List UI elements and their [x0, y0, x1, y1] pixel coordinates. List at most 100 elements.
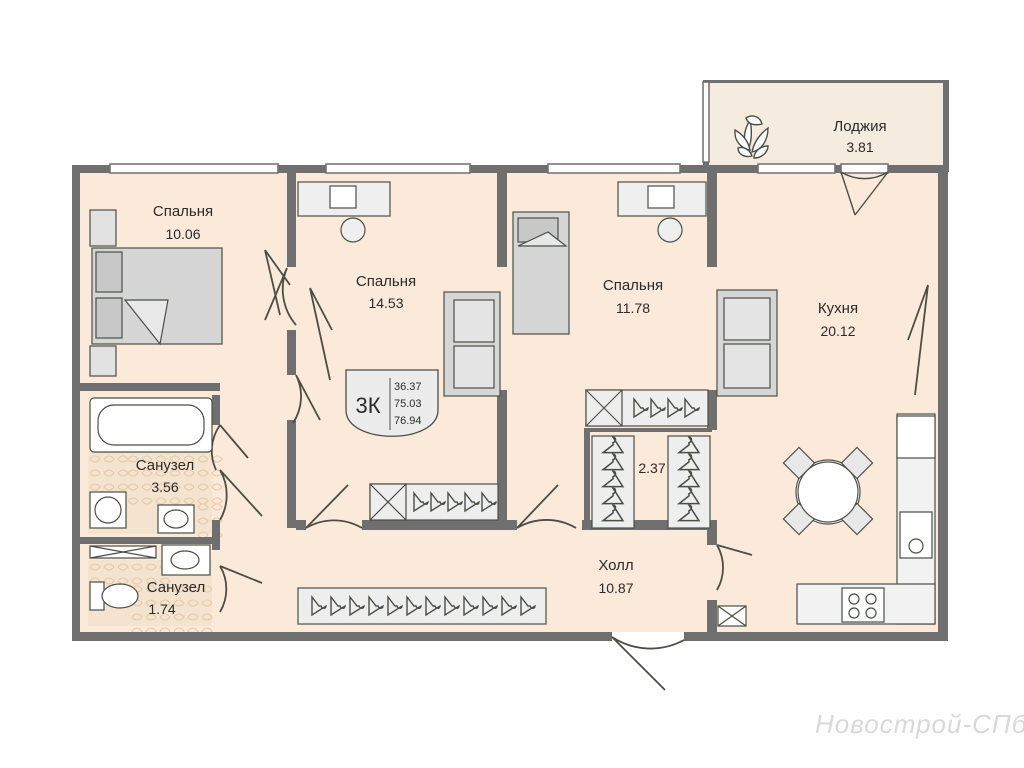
- tile: [145, 563, 157, 571]
- bath2-name: Санузел: [147, 579, 205, 596]
- tile: [127, 483, 139, 491]
- summary-badge: 3К 36.37 75.03 76.94: [345, 369, 439, 437]
- hanger-icon: [600, 487, 625, 505]
- kitchen-area: 20.12: [820, 323, 855, 339]
- kitchen-name: Кухня: [818, 300, 858, 317]
- tile: [141, 483, 153, 491]
- hanger-icon: [311, 594, 327, 617]
- hanger-icon: [349, 594, 365, 617]
- tile: [103, 577, 115, 585]
- bath1-name: Санузел: [136, 457, 194, 474]
- bedroom2-area: 14.53: [368, 295, 403, 311]
- hanger-icon: [600, 470, 625, 488]
- tile: [183, 483, 195, 491]
- tile: [145, 613, 157, 621]
- hanger-icon: [330, 594, 346, 617]
- tile: [201, 613, 213, 621]
- tile: [197, 497, 209, 505]
- hanger-icon: [676, 504, 701, 522]
- tile: [159, 577, 171, 585]
- tile: [187, 613, 199, 621]
- tile: [145, 585, 157, 593]
- hanger-icon: [676, 487, 701, 505]
- tile: [197, 455, 209, 463]
- tile: [103, 455, 115, 463]
- living-area: 36.37: [394, 381, 422, 393]
- tile: [89, 563, 101, 571]
- watermark: Новострой-СПб: [815, 709, 1024, 739]
- bath2-area: 1.74: [148, 601, 175, 617]
- loggia-name: Лоджия: [833, 118, 886, 135]
- tile: [117, 455, 129, 463]
- closet-rack-left: [591, 435, 635, 529]
- doors: [210, 171, 929, 691]
- tile: [159, 585, 171, 593]
- tile: [141, 469, 153, 477]
- hanger-icon: [413, 490, 429, 513]
- tile: [183, 469, 195, 477]
- hanger-icon: [387, 594, 403, 617]
- tile: [89, 483, 101, 491]
- tile: [145, 599, 157, 607]
- hanger-icon: [501, 594, 517, 617]
- tile: [173, 599, 185, 607]
- hanger-icon: [650, 396, 666, 419]
- tile: [103, 483, 115, 491]
- hanger-icon: [684, 396, 700, 419]
- tile: [159, 599, 171, 607]
- hanger-icon: [425, 594, 441, 617]
- hanger-icon: [447, 490, 463, 513]
- hanger-icon: [406, 594, 422, 617]
- hanger-icon: [481, 490, 497, 513]
- tile: [127, 469, 139, 477]
- hanger-icon: [520, 594, 536, 617]
- hanger-icon: [600, 453, 625, 471]
- tile: [89, 469, 101, 477]
- tile: [169, 497, 181, 505]
- tile: [155, 483, 167, 491]
- total-area: 75.03: [394, 398, 422, 410]
- wardrobe-crosses: [369, 389, 623, 521]
- tile: [187, 599, 199, 607]
- tile: [159, 613, 171, 621]
- tile: [197, 469, 209, 477]
- bedroom3-name: Спальня: [603, 277, 663, 294]
- tile: [127, 455, 139, 463]
- tile: [141, 497, 153, 505]
- hanger-icon: [600, 436, 625, 454]
- tile: [117, 469, 129, 477]
- furniture: [89, 181, 936, 627]
- tile: [169, 483, 181, 491]
- tile: [187, 585, 199, 593]
- room-labels: Спальня 10.06 Спальня 14.53 Спальня 11.7…: [136, 118, 887, 617]
- hanger-icon: [463, 594, 479, 617]
- walls: [72, 80, 949, 641]
- tile: [197, 517, 209, 525]
- total-with-loggia: 76.94: [394, 415, 422, 427]
- bedroom2-name: Спальня: [356, 273, 416, 290]
- tile: [145, 577, 157, 585]
- loggia-floor: [707, 82, 947, 170]
- tile: [211, 483, 223, 491]
- hanger-icon: [676, 453, 701, 471]
- hanger-icon: [430, 490, 446, 513]
- tile: [211, 497, 223, 505]
- hall-name: Холл: [598, 557, 633, 574]
- tile: [103, 563, 115, 571]
- tile: [131, 563, 143, 571]
- bedroom3-area: 11.78: [616, 300, 650, 316]
- closet-area: 2.37: [638, 460, 665, 476]
- tile: [117, 483, 129, 491]
- hanger-icon: [368, 594, 384, 617]
- hanger-icon: [464, 490, 480, 513]
- hanger-icon: [676, 470, 701, 488]
- tile: [103, 469, 115, 477]
- windows: [109, 81, 889, 174]
- tile: [211, 455, 223, 463]
- tile: [155, 455, 167, 463]
- bedroom1-name: Спальня: [153, 203, 213, 220]
- hall-area: 10.87: [598, 580, 633, 596]
- tile: [201, 599, 213, 607]
- closet-rack-right: [667, 435, 711, 529]
- tile: [211, 503, 223, 511]
